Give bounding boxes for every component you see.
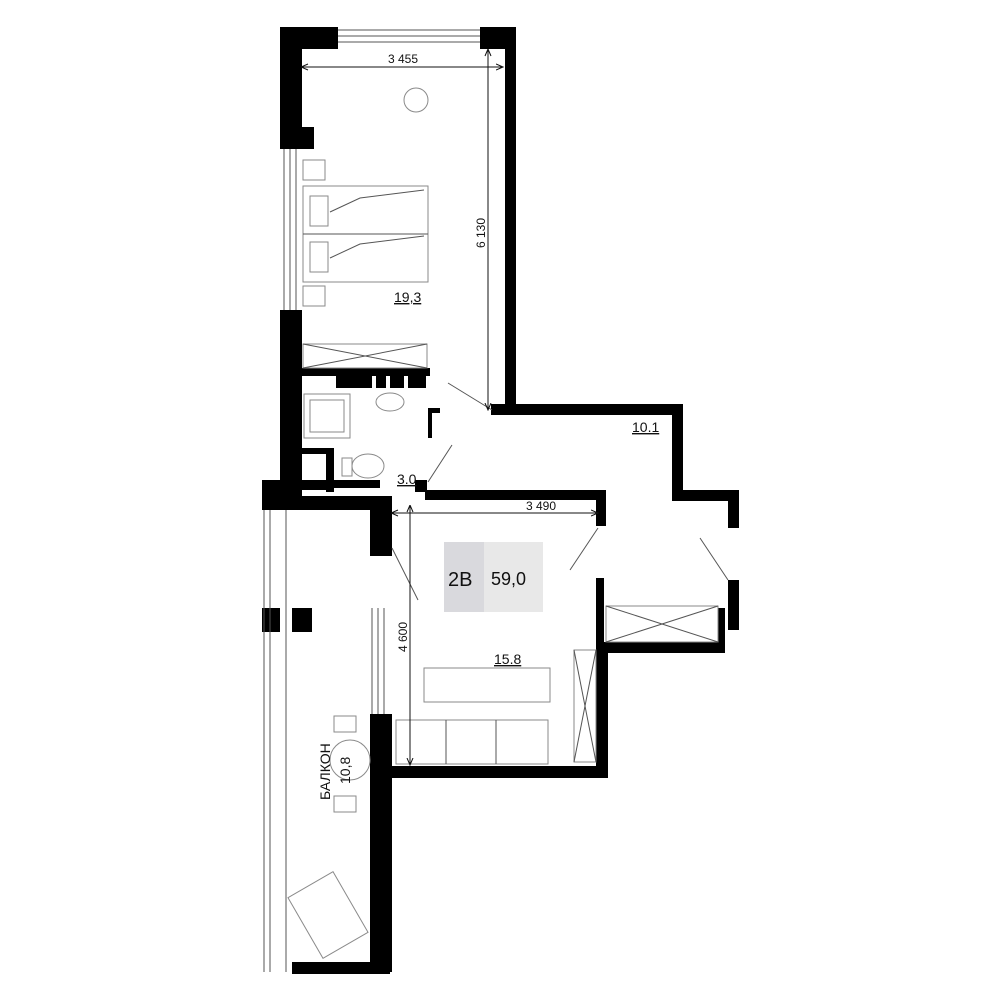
area-bathroom: 3.0 xyxy=(397,471,417,487)
dim-bedroom-length: 6 130 xyxy=(474,218,488,248)
area-living: 15.8 xyxy=(494,651,521,667)
furniture xyxy=(287,87,719,959)
dim-bedroom-width: 3 455 xyxy=(388,52,418,66)
dimension-lines xyxy=(302,50,598,765)
area-hall: 10.1 xyxy=(632,419,659,435)
area-balcony: 10,8 xyxy=(337,757,353,784)
dim-living-width: 3 490 xyxy=(526,499,556,513)
windows xyxy=(263,29,480,972)
area-bedroom: 19,3 xyxy=(394,289,421,305)
dim-living-length: 4 600 xyxy=(396,622,410,652)
apartment-total-area: 59,0 xyxy=(491,569,526,589)
apartment-badge: 2В 59,0 xyxy=(444,542,543,612)
apartment-type: 2В xyxy=(448,569,472,591)
walls xyxy=(262,27,739,974)
balcony-label: БАЛКОН xyxy=(317,743,333,800)
doors xyxy=(391,382,729,601)
